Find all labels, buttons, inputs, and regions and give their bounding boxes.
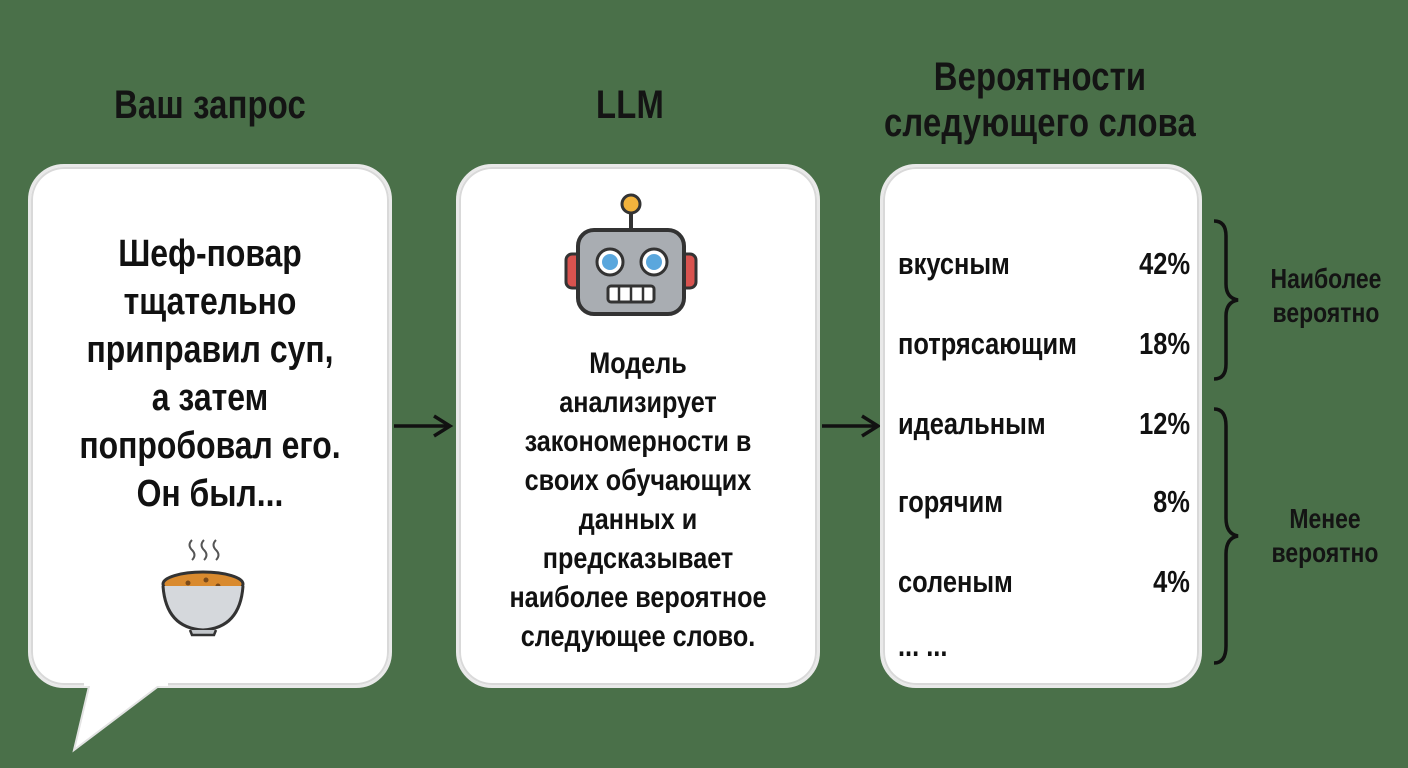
arrow-right-icon — [394, 414, 454, 438]
soup-bowl-icon — [161, 539, 245, 637]
speech-bubble-tail — [72, 680, 168, 753]
candidate-row: ... ... — [898, 626, 1190, 666]
probabilities-title-line-1: Вероятности — [933, 55, 1147, 99]
candidate-probability: 42% — [1139, 246, 1190, 281]
curly-brace-icon — [1213, 407, 1239, 665]
llm-line: предсказывает — [542, 542, 734, 575]
most-likely-label-line-2: вероятно — [1272, 297, 1380, 328]
llm-line: наиболее вероятное — [509, 581, 767, 614]
less-likely-label-line-2: вероятно — [1271, 537, 1379, 568]
llm-description: Модель анализирует закономерности в свои… — [456, 344, 820, 656]
candidate-word: идеальным — [898, 406, 1046, 441]
arrow-right-icon — [822, 414, 882, 438]
prompt-line: Шеф-повар — [118, 233, 302, 275]
candidate-word: горячим — [898, 484, 1003, 519]
prompt-line: попробовал его. — [79, 425, 341, 467]
prompt-line: тщательно — [123, 281, 297, 323]
most-likely-label: Наиболее вероятно — [1256, 262, 1395, 330]
candidate-row: горячим 8% — [898, 482, 1190, 522]
candidate-word: ... ... — [898, 628, 948, 663]
probabilities-title-line-2: следующего слова — [884, 101, 1196, 145]
candidate-row: идеальным 12% — [898, 404, 1190, 444]
candidate-probability: 8% — [1153, 484, 1190, 519]
llm-line: данных и — [578, 503, 698, 536]
llm-line: закономерности в — [524, 425, 752, 458]
prompt-column-title: Ваш запрос — [114, 83, 306, 127]
probabilities-box — [880, 164, 1202, 688]
candidate-word: соленым — [898, 564, 1013, 599]
candidate-word: потрясающим — [898, 326, 1077, 361]
llm-line: анализирует — [559, 386, 717, 419]
candidate-row: вкусным 42% — [898, 244, 1190, 284]
llm-line: Модель — [589, 347, 687, 380]
prompt-line: приправил суп, — [86, 329, 334, 371]
candidate-word: вкусным — [898, 246, 1010, 281]
candidate-probability: 12% — [1139, 406, 1190, 441]
less-likely-label: Менее вероятно — [1255, 502, 1394, 570]
llm-line: своих обучающих — [524, 464, 752, 497]
candidate-probability: 18% — [1139, 326, 1190, 361]
candidate-row: соленым 4% — [898, 562, 1190, 602]
probabilities-column-title: Вероятности следующего слова — [876, 54, 1204, 146]
llm-line: следующее слово. — [520, 620, 756, 653]
curly-brace-icon — [1213, 219, 1239, 381]
prompt-text: Шеф-повар тщательно приправил суп, а зат… — [28, 230, 392, 518]
prompt-line: а затем — [151, 377, 269, 419]
llm-column-title: LLM — [596, 83, 664, 127]
robot-icon — [564, 193, 698, 316]
candidate-row: потрясающим 18% — [898, 324, 1190, 364]
prompt-line: Он был... — [136, 473, 284, 515]
most-likely-label-line-1: Наиболее — [1270, 263, 1382, 294]
candidate-probability: 4% — [1153, 564, 1190, 599]
less-likely-label-line-1: Менее — [1289, 503, 1361, 534]
